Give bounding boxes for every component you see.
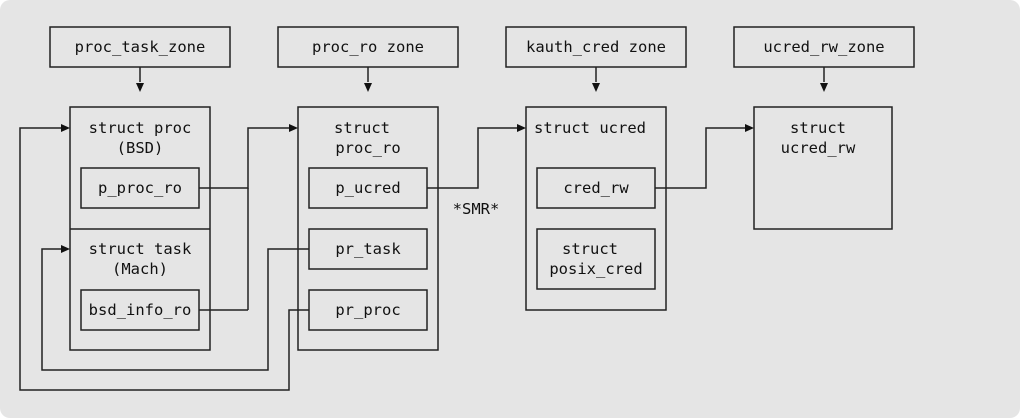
pr-proc-link — [19, 127, 309, 391]
struct-ucred-rw-subtitle: ucred_rw — [781, 139, 856, 157]
p-ucred-link — [427, 127, 518, 189]
posix-cred-field-box — [536, 228, 656, 290]
kauth-cred-zone-arrow — [592, 83, 600, 92]
struct-proc-arrow — [61, 124, 70, 132]
struct-proc-ro-subtitle: proc_ro — [335, 139, 400, 157]
proc-ro-box — [297, 106, 439, 351]
ucred-rw-box — [753, 106, 893, 230]
ucred-box — [525, 106, 667, 311]
p-ucred-field: p_ucred — [335, 179, 400, 197]
cred-rw-field: cred_rw — [563, 179, 629, 197]
proc-ro-zone-arrow — [364, 83, 372, 92]
posix-cred-title: struct — [562, 240, 618, 258]
struct-task-subtitle: (Mach) — [112, 260, 168, 278]
struct-proc-ro-title: struct — [334, 119, 390, 137]
struct-task-arrow — [61, 245, 70, 253]
struct-task-title: struct task — [89, 240, 192, 258]
pr-proc-field: pr_proc — [335, 301, 400, 319]
struct-ucred-title: struct ucred — [534, 119, 646, 137]
ucred-arrow — [517, 124, 526, 132]
ucred-rw-zone-label: ucred_rw_zone — [763, 38, 884, 56]
bsd-info-ro-field: bsd_info_ro — [89, 301, 192, 319]
proc-ro-arrow — [289, 124, 298, 132]
ucred-rw-zone-arrow — [820, 83, 828, 92]
p-proc-ro-link — [199, 127, 290, 189]
posix-cred-subtitle: posix_cred — [549, 260, 642, 278]
smr-label: *SMR* — [453, 200, 500, 218]
kauth-cred-zone-label: kauth_cred zone — [526, 38, 666, 56]
pr-task-link — [41, 248, 309, 371]
ucred-rw-arrow — [745, 124, 754, 132]
proc-task-zone-label: proc_task_zone — [75, 38, 206, 56]
p-proc-ro-field: p_proc_ro — [98, 179, 182, 197]
proc-task-zone-arrow — [136, 83, 144, 92]
cred-rw-link — [655, 127, 746, 189]
struct-ucred-rw-title: struct — [790, 119, 846, 137]
proc-ro-zone-label: proc_ro zone — [312, 38, 424, 56]
struct-proc-title: struct proc — [89, 119, 192, 137]
struct-proc-subtitle: (BSD) — [117, 139, 164, 157]
pr-task-field: pr_task — [335, 240, 401, 258]
